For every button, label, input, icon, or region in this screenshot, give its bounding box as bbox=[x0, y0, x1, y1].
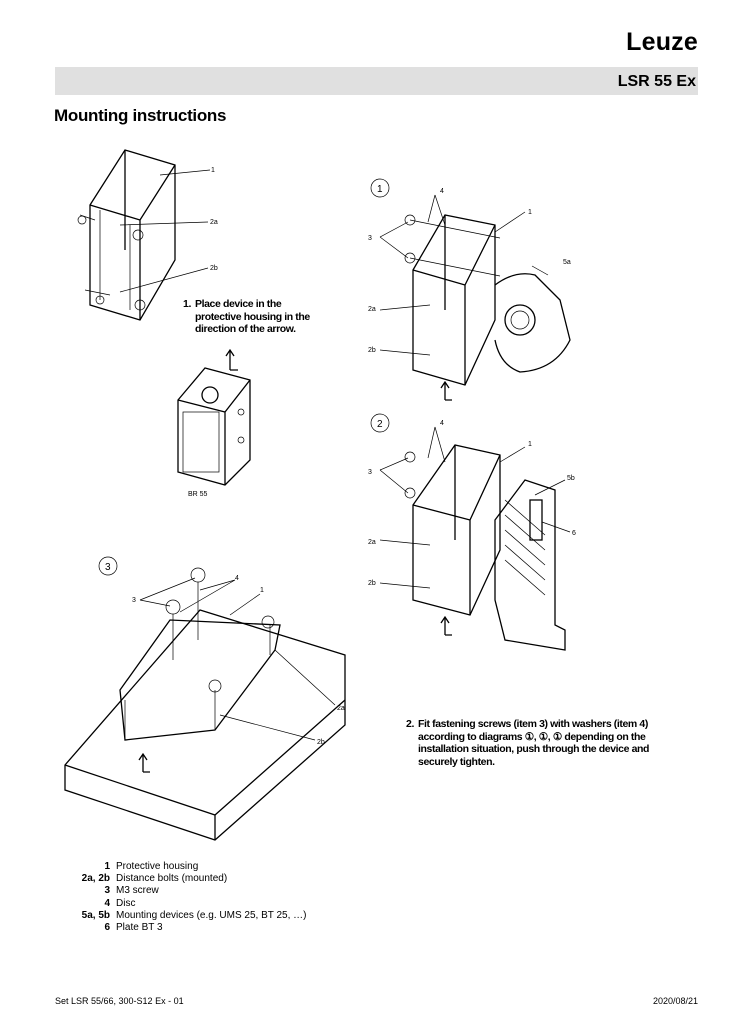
svg-text:4: 4 bbox=[235, 575, 239, 582]
svg-text:1: 1 bbox=[528, 209, 532, 216]
diagram-1: 1 4 3 1 5a 2a 2b bbox=[368, 178, 571, 401]
svg-text:3: 3 bbox=[105, 562, 111, 573]
svg-text:2a: 2a bbox=[368, 539, 376, 546]
svg-text:2a: 2a bbox=[368, 306, 376, 313]
step-1-instruction: 1. Place device in the protective housin… bbox=[183, 298, 310, 335]
page-title: Mounting instructions bbox=[54, 106, 227, 125]
svg-text:2b: 2b bbox=[368, 347, 376, 354]
svg-text:3: 3 bbox=[368, 469, 372, 476]
svg-text:6: 6 bbox=[572, 530, 576, 537]
header-bar bbox=[55, 67, 698, 95]
diagram-2: 2 4 3 1 5b 6 2a 2b bbox=[368, 413, 576, 651]
svg-text:3: 3 bbox=[132, 597, 136, 604]
label: 1 bbox=[211, 167, 215, 174]
product-name: LSR 55 Ex bbox=[617, 73, 696, 90]
svg-text:2a: 2a bbox=[337, 705, 345, 712]
svg-text:2b: 2b bbox=[368, 580, 376, 587]
step-2-instruction: 2. Fit fastening screws (item 3) with wa… bbox=[406, 718, 650, 768]
device-label: BR 55 bbox=[188, 491, 208, 498]
brand-logo: Leuze bbox=[626, 28, 698, 56]
svg-text:1: 1 bbox=[528, 441, 532, 448]
device-drawing: BR 55 bbox=[177, 367, 251, 498]
diagram-3: 3 4 3 1 2a 2b bbox=[64, 556, 346, 841]
housing-drawing: 1 2a 2b bbox=[77, 149, 238, 371]
svg-text:4: 4 bbox=[440, 420, 444, 427]
svg-text:5a: 5a bbox=[563, 259, 571, 266]
footer-document-id: Set LSR 55/66, 300-S12 Ex - 01 bbox=[55, 996, 184, 1006]
footer-date: 2020/08/21 bbox=[652, 996, 698, 1006]
svg-text:1: 1 bbox=[377, 184, 383, 195]
svg-text:2: 2 bbox=[377, 419, 383, 430]
svg-text:1: 1 bbox=[260, 587, 264, 594]
svg-text:3: 3 bbox=[368, 235, 372, 242]
label: 2a bbox=[210, 219, 218, 226]
svg-text:5b: 5b bbox=[567, 475, 575, 482]
label: 2b bbox=[210, 265, 218, 272]
svg-text:4: 4 bbox=[440, 188, 444, 195]
svg-text:2b: 2b bbox=[317, 739, 325, 746]
